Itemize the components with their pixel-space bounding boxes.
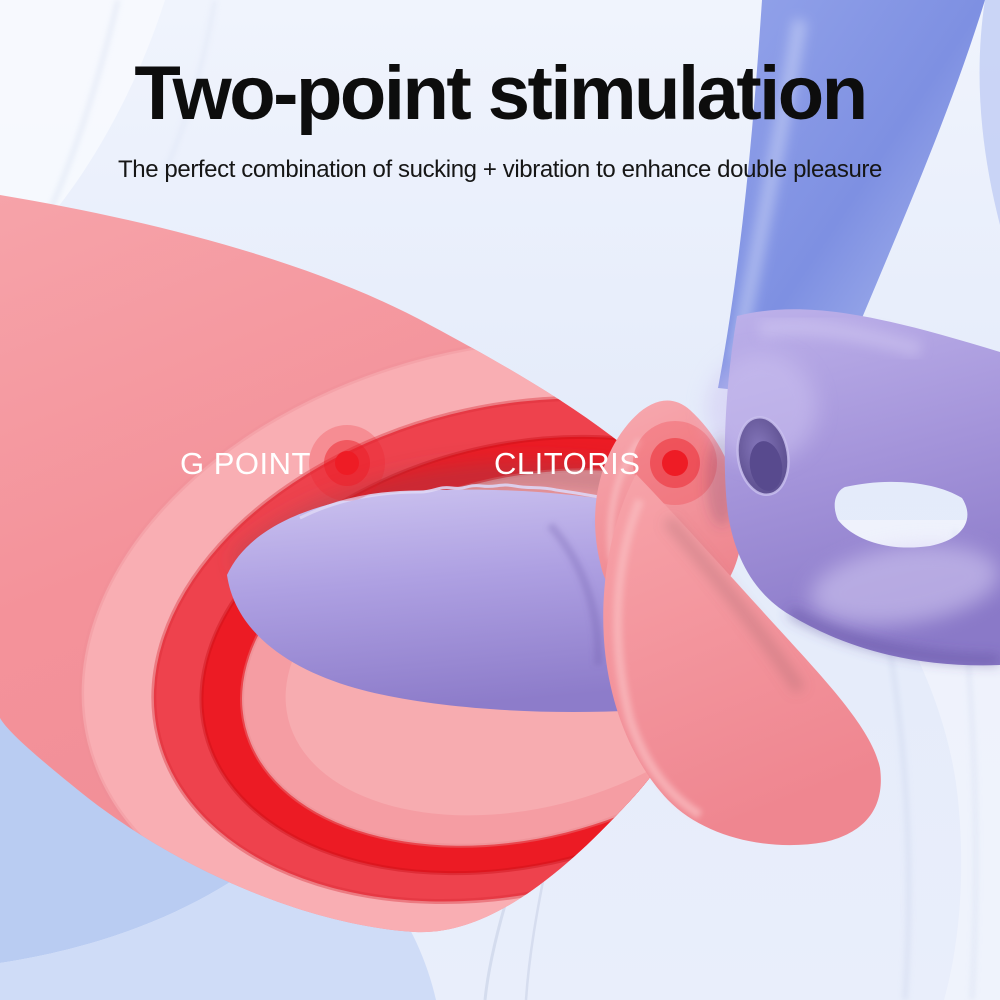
clitoris-marker bbox=[633, 421, 717, 505]
page-subtitle: The perfect combination of sucking + vib… bbox=[118, 156, 882, 183]
device-external-body bbox=[706, 309, 1000, 666]
g-point-label: G POINT bbox=[180, 446, 311, 481]
page-title: Two-point stimulation bbox=[134, 51, 868, 136]
clitoris-label: CLITORIS bbox=[494, 446, 641, 481]
tissue-front-fold bbox=[603, 474, 881, 846]
g-point-marker bbox=[309, 425, 385, 501]
suction-opening bbox=[736, 416, 790, 496]
